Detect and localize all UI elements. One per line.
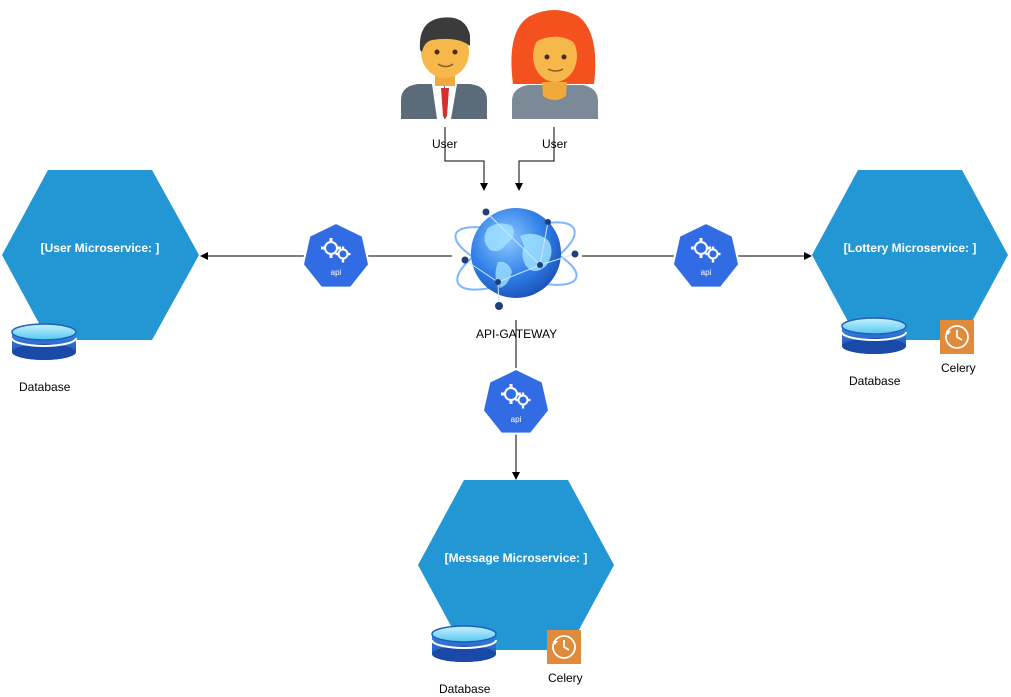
edge-user2-gateway xyxy=(515,127,555,191)
message-microservice-title: [Message Microservice: ] xyxy=(444,551,588,565)
api-badge-left-text: api xyxy=(331,268,342,277)
message-database-icon xyxy=(431,625,497,663)
male-user-label: User xyxy=(432,137,458,151)
lottery-celery-icon xyxy=(939,319,975,355)
api-badge-right-icon xyxy=(671,222,741,289)
lottery-microservice-hexagon[interactable] xyxy=(812,170,1008,340)
message-microservice-hexagon[interactable] xyxy=(418,480,614,650)
female-user-icon xyxy=(511,10,598,119)
message-celery-label: Celery xyxy=(548,671,583,685)
female-user-label: User xyxy=(542,137,568,151)
lottery-database-icon xyxy=(841,317,907,355)
lottery-celery-label: Celery xyxy=(941,361,976,375)
edge-user1-gateway xyxy=(444,127,488,191)
api-badge-right-text: api xyxy=(701,268,712,277)
message-database-label: Database xyxy=(439,682,491,696)
lottery-database-label: Database xyxy=(849,374,901,388)
user-database-icon xyxy=(11,323,77,361)
male-user-icon xyxy=(401,17,487,119)
lottery-microservice-title: [Lottery Microservice: ] xyxy=(843,241,977,255)
api-badge-bottom-text: api xyxy=(511,415,522,424)
user-microservice-title: [User Microservice: ] xyxy=(40,241,160,255)
api-badge-left-icon xyxy=(301,222,371,289)
api-gateway-globe-icon[interactable] xyxy=(449,208,584,310)
message-celery-icon xyxy=(546,629,582,665)
api-gateway-label: API-GATEWAY xyxy=(476,327,558,341)
user-database-label: Database xyxy=(19,380,71,394)
user-microservice-hexagon[interactable] xyxy=(2,170,199,340)
